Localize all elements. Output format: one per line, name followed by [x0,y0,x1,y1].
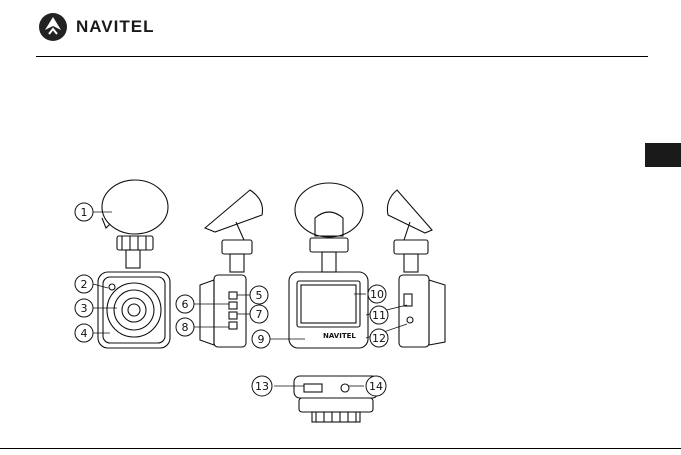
callout-label: 13 [255,380,269,393]
callout-label: 7 [256,308,263,321]
callout-label: 14 [369,380,383,393]
callout-label: 1 [81,206,88,219]
callout-label: 10 [370,288,384,301]
callout-label: 2 [81,278,88,291]
callout-label: 9 [258,333,265,346]
callout-label: 6 [182,298,189,311]
footer-divider [0,448,681,449]
side-view-left [200,190,263,347]
callout-label: 3 [81,302,88,315]
callout-label: 5 [256,289,263,302]
callout-label: 8 [182,321,189,334]
screen-brand: NAVITEL [323,332,356,340]
side-view-right [387,190,445,347]
callout-label: 11 [372,309,386,322]
bottom-view [294,376,378,422]
front-view [98,180,170,348]
callout-label: 12 [372,332,386,345]
callout-label: 4 [81,327,88,340]
rear-view [289,183,368,348]
